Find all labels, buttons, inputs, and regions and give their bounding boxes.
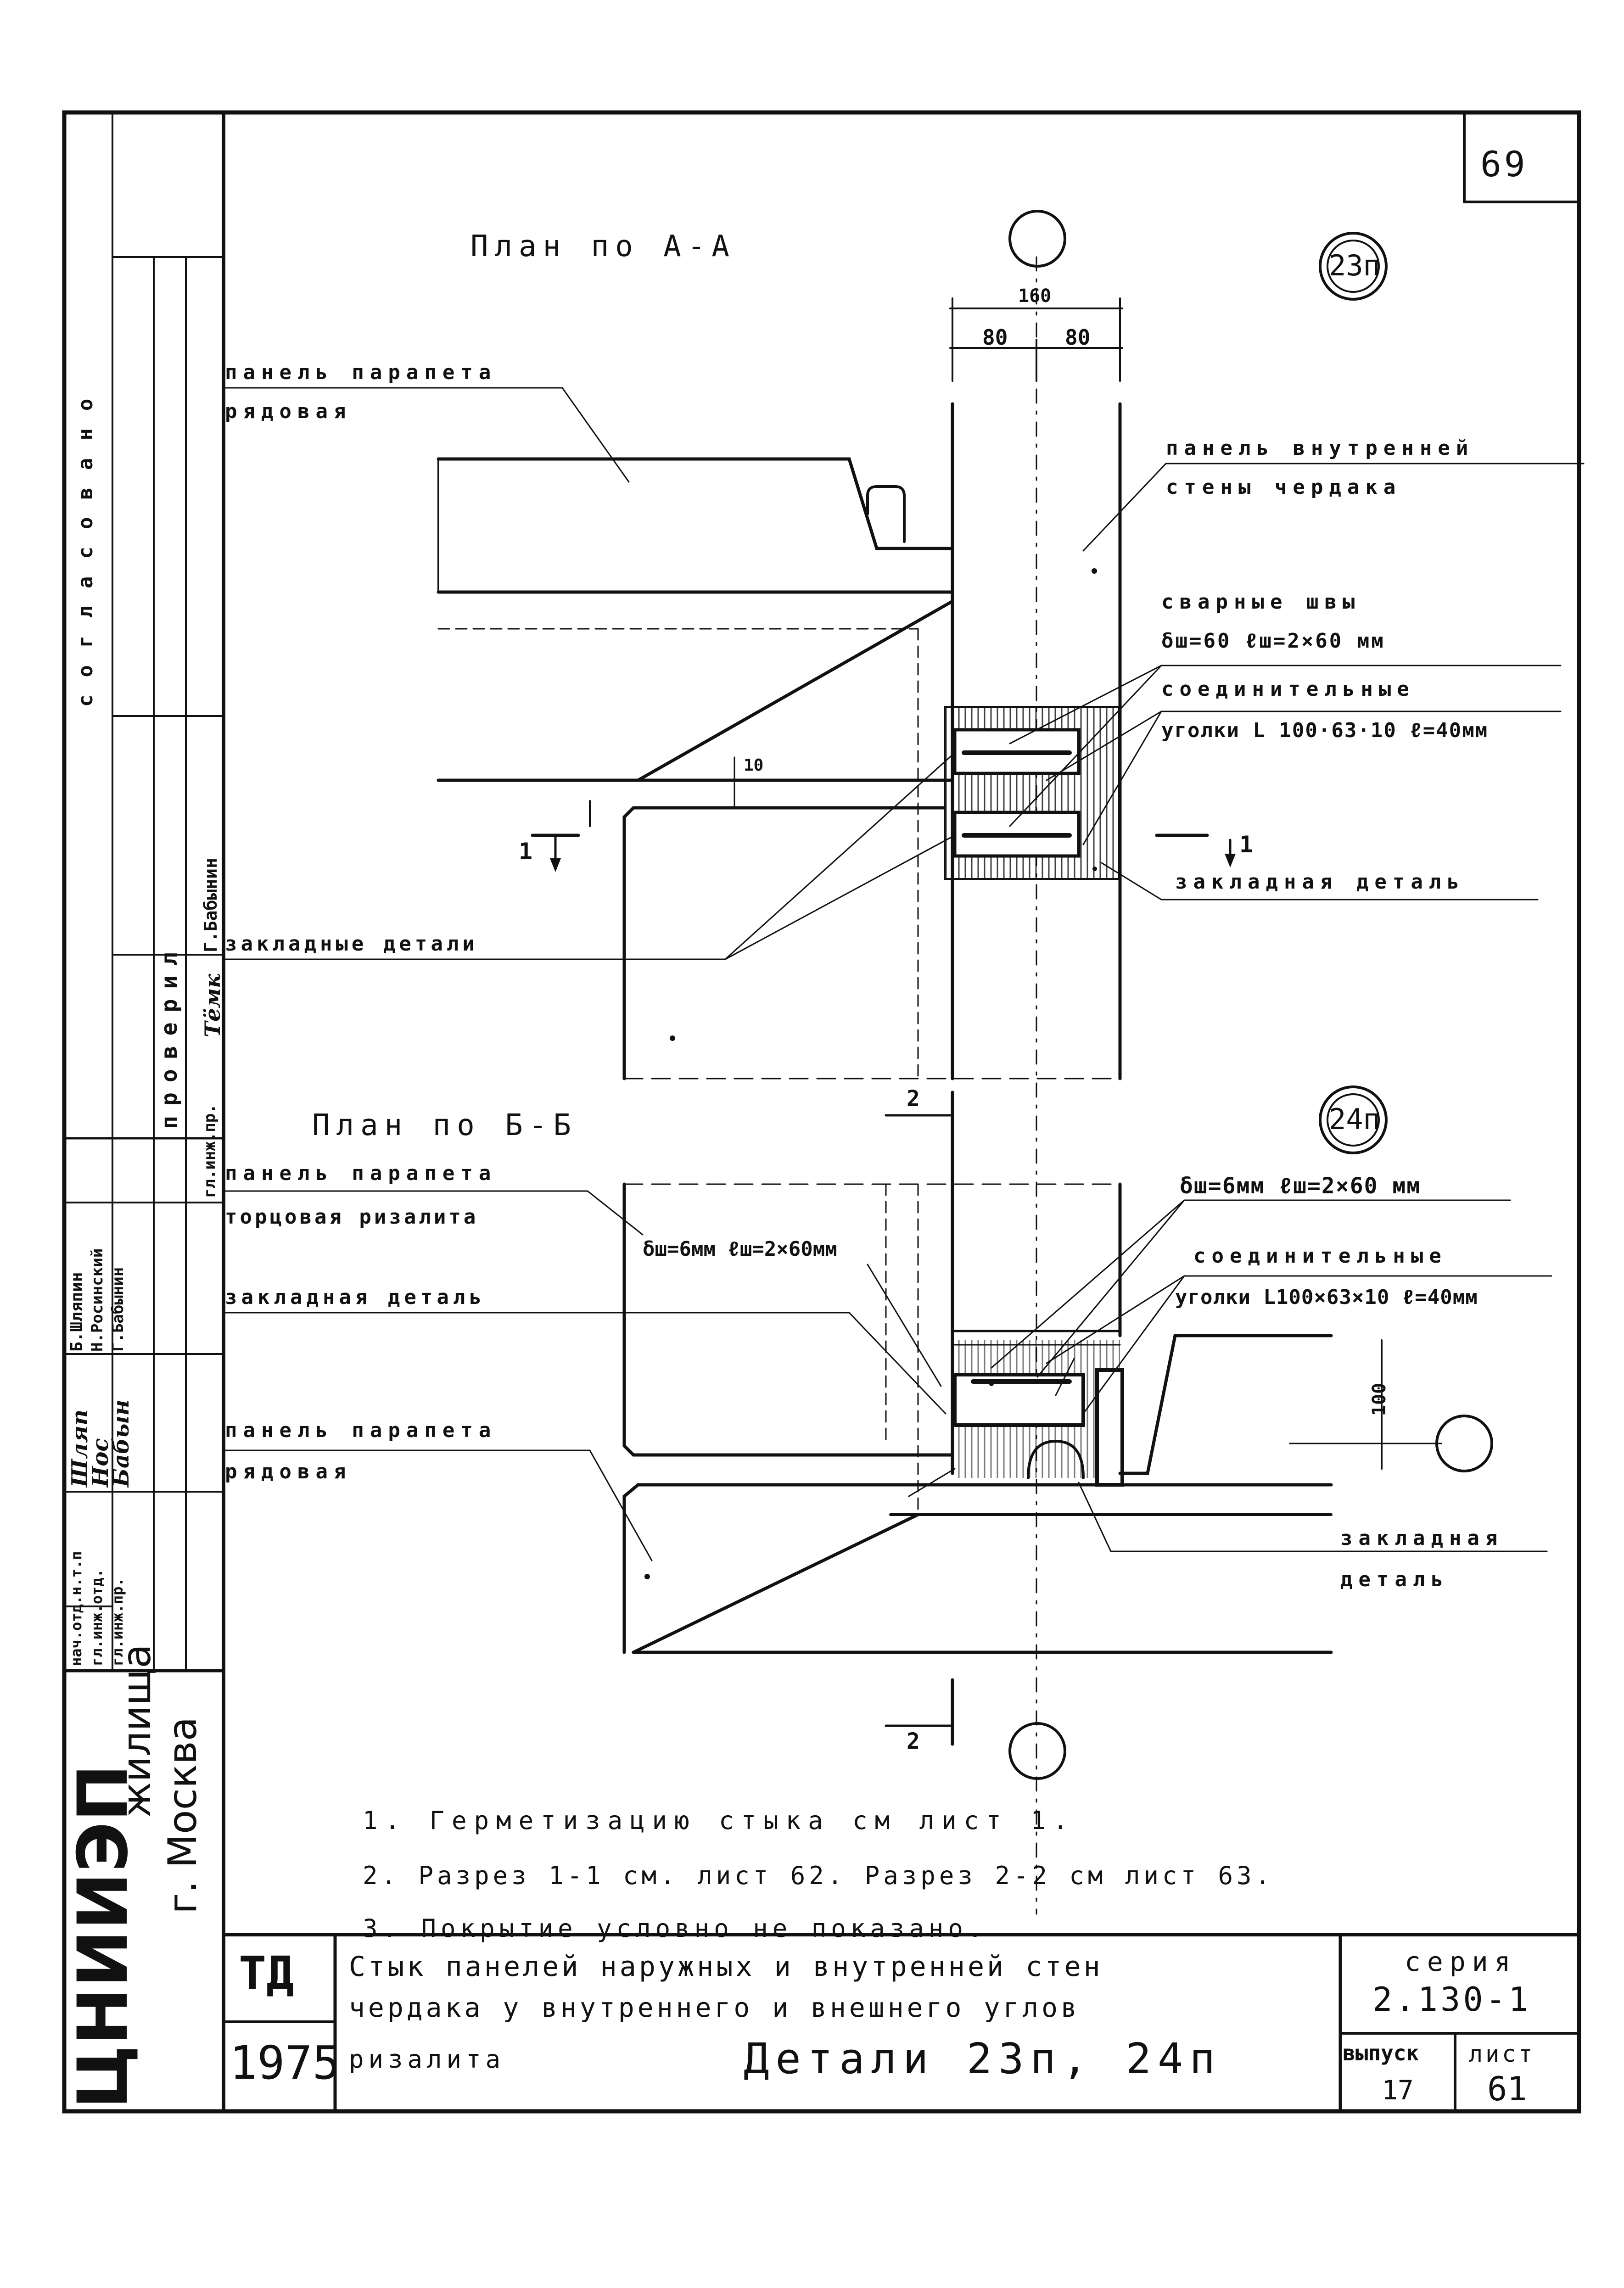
city: г. Москва bbox=[160, 1717, 206, 1914]
detail-mark-24: 24п bbox=[1329, 1102, 1380, 1136]
org-sub: жилища bbox=[114, 1644, 160, 1818]
label-b-parapet-1: панель парапета bbox=[225, 1162, 497, 1185]
label-welds-1: сварные швы bbox=[1161, 590, 1361, 614]
td-mark: ТД bbox=[239, 1947, 294, 2000]
stamp-name-1: Г.Бабынин bbox=[201, 858, 221, 952]
issue-value: 17 bbox=[1382, 2075, 1414, 2106]
sheet-label: лист bbox=[1469, 2041, 1535, 2067]
dim-80-right: 80 bbox=[1065, 325, 1091, 350]
title-desc-2: чердака у внутреннего и внешнего углов bbox=[349, 1992, 1080, 2023]
sheet-number: 69 bbox=[1480, 144, 1528, 185]
stamp-name-shlyapin: Б.Шляпин bbox=[67, 1272, 86, 1352]
label-b-angles-1: соединительные bbox=[1193, 1244, 1447, 1268]
detail-mark-23: 23п bbox=[1329, 249, 1380, 282]
dim-160: 160 bbox=[1018, 285, 1052, 307]
dim-10: 10 bbox=[744, 756, 764, 775]
year: 1975 bbox=[230, 2036, 340, 2090]
sheet-value: 61 bbox=[1487, 2070, 1527, 2108]
label-b-row-2: рядовая bbox=[225, 1460, 352, 1483]
label-b-parapet-2: торцовая ризалита bbox=[225, 1205, 479, 1229]
label-b-weld-top: δш=6мм ℓш=2×60 мм bbox=[1180, 1173, 1421, 1199]
dim-80-left: 80 bbox=[982, 325, 1008, 350]
label-b-embed2-2: деталь bbox=[1340, 1568, 1449, 1591]
stamp-name-rosinsky: Н.Росинский bbox=[88, 1248, 106, 1352]
label-b-embed: закладная деталь bbox=[225, 1286, 486, 1309]
label-b-angles-2: уголки L100×63×10 ℓ=40мм bbox=[1175, 1286, 1478, 1309]
stamp-checked: проверил bbox=[157, 942, 182, 1129]
label-embed-parts: закладные детали bbox=[225, 932, 478, 956]
plan-b-title: План по Б-Б bbox=[312, 1108, 577, 1142]
title-desc-3: ризалита bbox=[349, 2045, 505, 2074]
note-3: 3. Покрытие условно не показано. bbox=[363, 1914, 987, 1943]
label-embed-part: закладная деталь bbox=[1175, 870, 1465, 894]
label-b-row-1: панель парапета bbox=[225, 1419, 497, 1442]
note-1: 1. Герметизацию стыка см лист 1. bbox=[363, 1806, 1075, 1835]
stamp-role-proj: гл.инж.пр. bbox=[109, 1578, 126, 1666]
section-2-top: 2 bbox=[907, 1086, 920, 1112]
stamp-sig-1: Тёмк bbox=[200, 973, 225, 1037]
stamp-role-dept: гл.инж.отд. bbox=[88, 1569, 106, 1666]
stamp-role-head: нач.отд.н.т.п bbox=[67, 1551, 85, 1666]
label-welds-2: δш=60 ℓш=2×60 мм bbox=[1161, 629, 1385, 653]
label-parapet-panel: панель парапета bbox=[225, 361, 497, 384]
stamp-agreed: согласовано bbox=[74, 381, 97, 707]
title-desc-4: Детали 23п, 24п bbox=[744, 2034, 1221, 2083]
label-inner-wall-2: стены чердака bbox=[1166, 476, 1402, 499]
stamp-name-babynin: Г.Бабынин bbox=[109, 1267, 127, 1352]
section-2-bottom: 2 bbox=[907, 1729, 920, 1754]
issue-label: выпуск bbox=[1343, 2041, 1419, 2065]
label-parapet-row: рядовая bbox=[225, 400, 352, 423]
label-angles-1: соединительные bbox=[1161, 677, 1415, 701]
sheet-border bbox=[62, 110, 1581, 2114]
series-value: 2.130-1 bbox=[1372, 1980, 1531, 2019]
section-1-right: 1 bbox=[1239, 831, 1254, 858]
label-b-embed2-1: закладная bbox=[1340, 1527, 1504, 1550]
series-label: серия bbox=[1405, 1946, 1517, 1977]
section-1-left: 1 bbox=[519, 838, 533, 865]
dim-100: 100 bbox=[1369, 1382, 1390, 1416]
label-b-weld: δш=6мм ℓш=2×60мм bbox=[643, 1237, 837, 1261]
stamp-role-1: гл.инж.пр. bbox=[201, 1104, 219, 1198]
stamp-sig-4: Бабын bbox=[108, 1399, 134, 1487]
plan-a-title: План по А-А bbox=[470, 229, 736, 263]
title-desc-1: Стык панелей наружных и внутренней стен bbox=[349, 1951, 1103, 1983]
label-angles-2: уголки L 100·63·10 ℓ=40мм bbox=[1161, 719, 1489, 742]
note-2: 2. Разрез 1-1 см. лист 62. Разрез 2-2 см… bbox=[363, 1861, 1274, 1890]
label-inner-wall-1: панель внутренней bbox=[1166, 436, 1474, 460]
